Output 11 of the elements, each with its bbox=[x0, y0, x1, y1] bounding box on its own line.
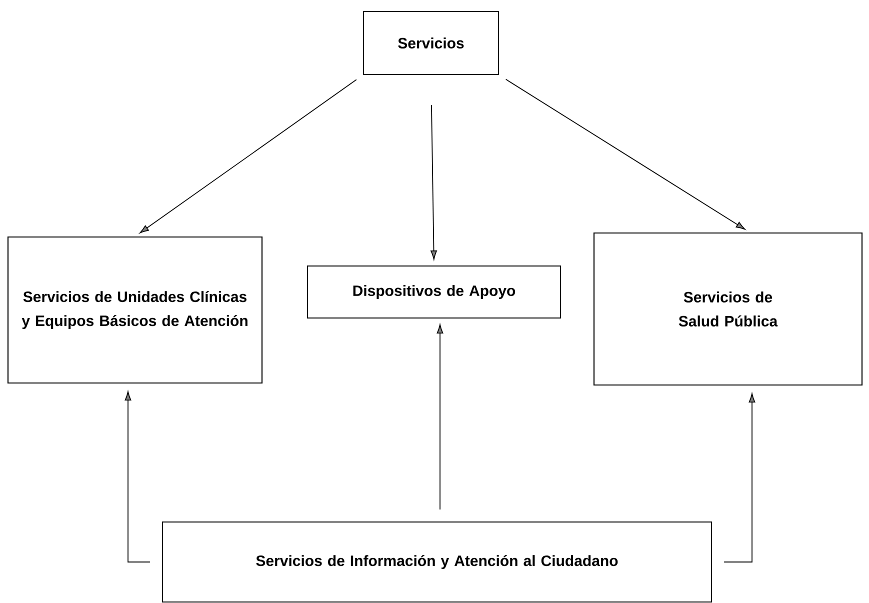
arrow bbox=[436, 324, 444, 510]
process-box: Servicios de Salud Pública bbox=[593, 232, 863, 386]
arrow bbox=[430, 104, 437, 260]
arrow bbox=[140, 79, 357, 234]
arrow bbox=[724, 393, 756, 562]
process-box: Servicios bbox=[362, 10, 500, 76]
arrow bbox=[124, 391, 150, 562]
process-box: Dispositivos de Apoyo bbox=[306, 265, 562, 319]
arrow bbox=[505, 78, 746, 230]
process-box: Servicios de Unidades Clínicas y Equipos Básicos de Atención bbox=[7, 236, 263, 384]
process-box: Servicios de Información y Atención al Ciudadano bbox=[162, 521, 712, 603]
